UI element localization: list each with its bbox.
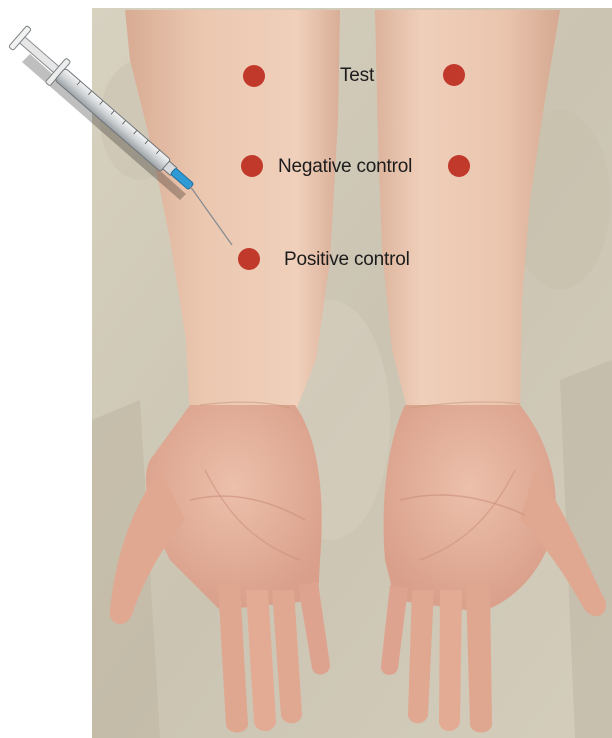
positive-control-label: Positive control <box>284 250 410 269</box>
test-dot-left <box>243 65 265 87</box>
negative-control-dot-left <box>241 155 263 177</box>
test-dot-right <box>443 64 465 86</box>
positive-control-dot <box>238 248 260 270</box>
negative-control-label: Negative control <box>278 157 412 176</box>
test-label: Test <box>340 66 374 85</box>
negative-control-dot-right <box>448 155 470 177</box>
